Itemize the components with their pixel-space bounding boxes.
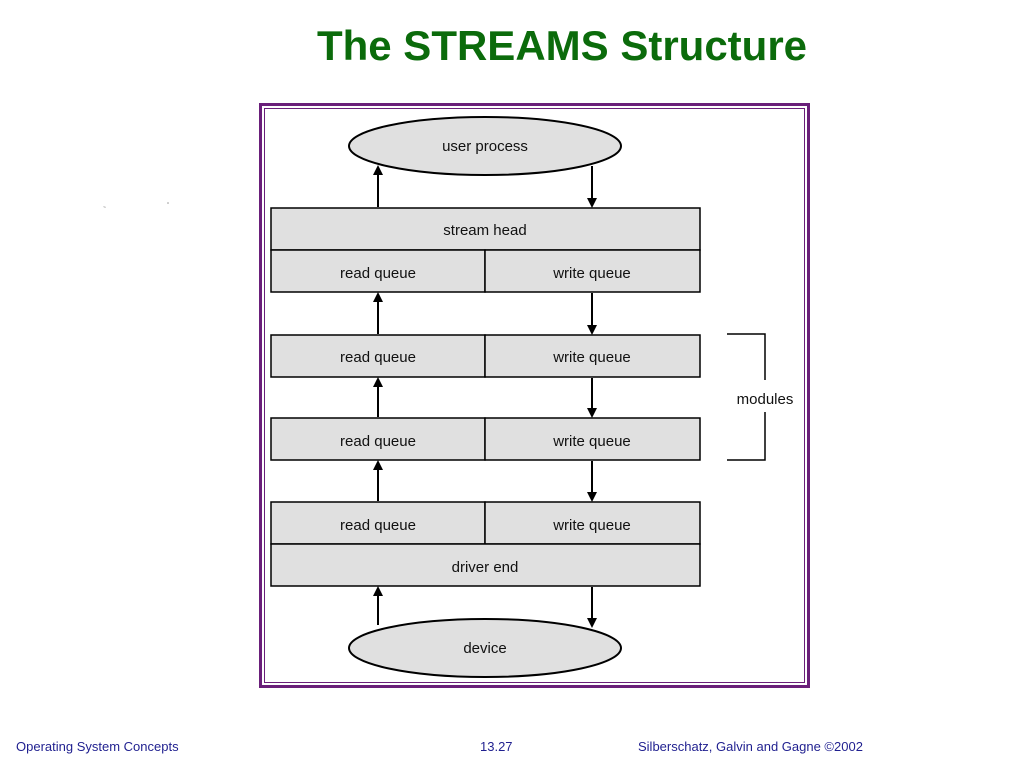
read-queue-label: read queue xyxy=(340,265,416,282)
driver-end-box: driver end xyxy=(270,543,701,587)
device-label: device xyxy=(463,640,506,657)
queue-pair-module-2: read queue write queue xyxy=(270,417,701,461)
stray-mark: ° xyxy=(167,202,169,208)
stray-mark: ~ xyxy=(103,205,106,211)
stream-head-box: stream head xyxy=(270,207,701,251)
read-queue-label: read queue xyxy=(340,517,416,534)
device-node: device xyxy=(348,618,622,678)
diagram-frame xyxy=(259,103,810,688)
footer-authors: Silberschatz, Galvin and Gagne ©2002 xyxy=(638,739,863,754)
slide-title: The STREAMS Structure xyxy=(316,22,808,69)
write-queue-label: write queue xyxy=(552,517,631,534)
write-queue-label: write queue xyxy=(552,433,631,450)
driver-end-label: driver end xyxy=(452,559,519,576)
queue-pair-stream-head: read queue write queue xyxy=(270,249,701,293)
read-queue-label: read queue xyxy=(340,349,416,366)
modules-bracket: modules xyxy=(727,333,794,461)
footer-course: Operating System Concepts xyxy=(16,739,179,754)
footer-page-number: 13.27 xyxy=(480,739,513,754)
modules-label: modules xyxy=(737,391,794,408)
user-process-label: user process xyxy=(442,138,528,155)
write-queue-label: write queue xyxy=(552,349,631,366)
queue-pair-driver: read queue write queue xyxy=(270,501,701,545)
queue-pair-module-1: read queue write queue xyxy=(270,334,701,378)
read-queue-label: read queue xyxy=(340,433,416,450)
user-process-node: user process xyxy=(348,116,622,176)
write-queue-label: write queue xyxy=(552,265,631,282)
diagram-frame-inner xyxy=(264,108,805,683)
stream-head-label: stream head xyxy=(443,222,526,239)
